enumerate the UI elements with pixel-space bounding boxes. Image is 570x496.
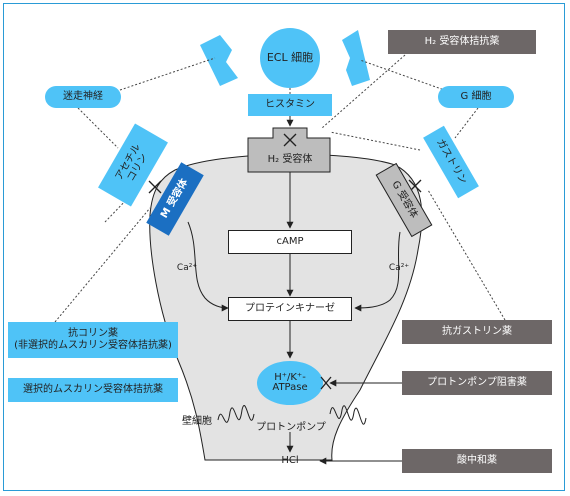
- ca-right-label: Ca²⁺: [388, 263, 410, 274]
- microvilli-left: [217, 405, 255, 423]
- g-to-kinase-arrow: [354, 231, 401, 312]
- h2-block-cross: [283, 133, 297, 147]
- antigastrin-box: 抗ガストリン薬: [402, 320, 552, 344]
- ppi-block-cross: [320, 376, 332, 390]
- atpase-label: H⁺/K⁺- ATPase: [258, 368, 322, 398]
- ecl-cell-shape: [260, 28, 320, 88]
- anticholinergic-to-m-dotted: [54, 207, 151, 323]
- atpase-oval: [257, 361, 323, 405]
- vagus-to-ecl-dotted: [119, 57, 216, 91]
- microvilli-right: [329, 405, 367, 425]
- atpase-line1: H⁺/K⁺-: [274, 371, 306, 383]
- gcell-to-ecl-dotted: [359, 59, 451, 93]
- ecl-left-receptor-tab: [200, 35, 238, 86]
- histamine-box: ヒスタミン: [248, 94, 332, 116]
- hcl-label: HCl: [281, 454, 299, 466]
- camp-box: cAMP: [228, 230, 352, 254]
- h2-antagonist-box: H₂ 受容体拮抗薬: [388, 30, 536, 54]
- figure-frame: [3, 3, 565, 491]
- parietal-cell-label: 壁細胞: [182, 415, 212, 427]
- atpase-line2: ATPase: [272, 382, 308, 393]
- gcell-to-gastrin-dotted: [454, 107, 479, 139]
- anticholinergic-box: 抗コリン薬 (非選択的ムスカリン受容体拮抗薬): [8, 322, 178, 358]
- m-block-cross: [148, 180, 162, 194]
- vagus-to-ach-dotted: [77, 107, 119, 149]
- h2-receptor-label: H₂ 受容体: [267, 153, 313, 165]
- anticholinergic-line2: (非選択的ムスカリン受容体拮抗薬): [14, 340, 172, 351]
- antigastrin-to-g-dotted: [427, 189, 506, 321]
- h2-receptor-shape: [247, 127, 331, 173]
- anticholinergic-line1: 抗コリン薬: [68, 327, 118, 339]
- selective-muscarinic-box: 選択的ムスカリン受容体拮抗薬: [8, 378, 178, 402]
- g-cell-pill: G 細胞: [438, 86, 514, 108]
- proton-pump-label: プロトンポンプ: [256, 421, 326, 433]
- ecl-cell-label: ECL 細胞: [266, 51, 314, 65]
- m-to-kinase-arrow: [187, 221, 229, 312]
- ecl-right-receptor-tab: [342, 30, 370, 86]
- antacid-box: 酸中和薬: [402, 449, 552, 473]
- protein-kinase-box: プロテインキナーゼ: [228, 297, 352, 321]
- vagus-nerve-pill: 迷走神経: [45, 86, 121, 108]
- gastrin-to-h2-dotted: [329, 131, 421, 151]
- ppi-box: プロトンポンプ阻害薬: [402, 371, 552, 395]
- h2antag-to-receptor-dotted: [321, 54, 406, 129]
- ca-left-label: Ca²⁺: [176, 263, 198, 274]
